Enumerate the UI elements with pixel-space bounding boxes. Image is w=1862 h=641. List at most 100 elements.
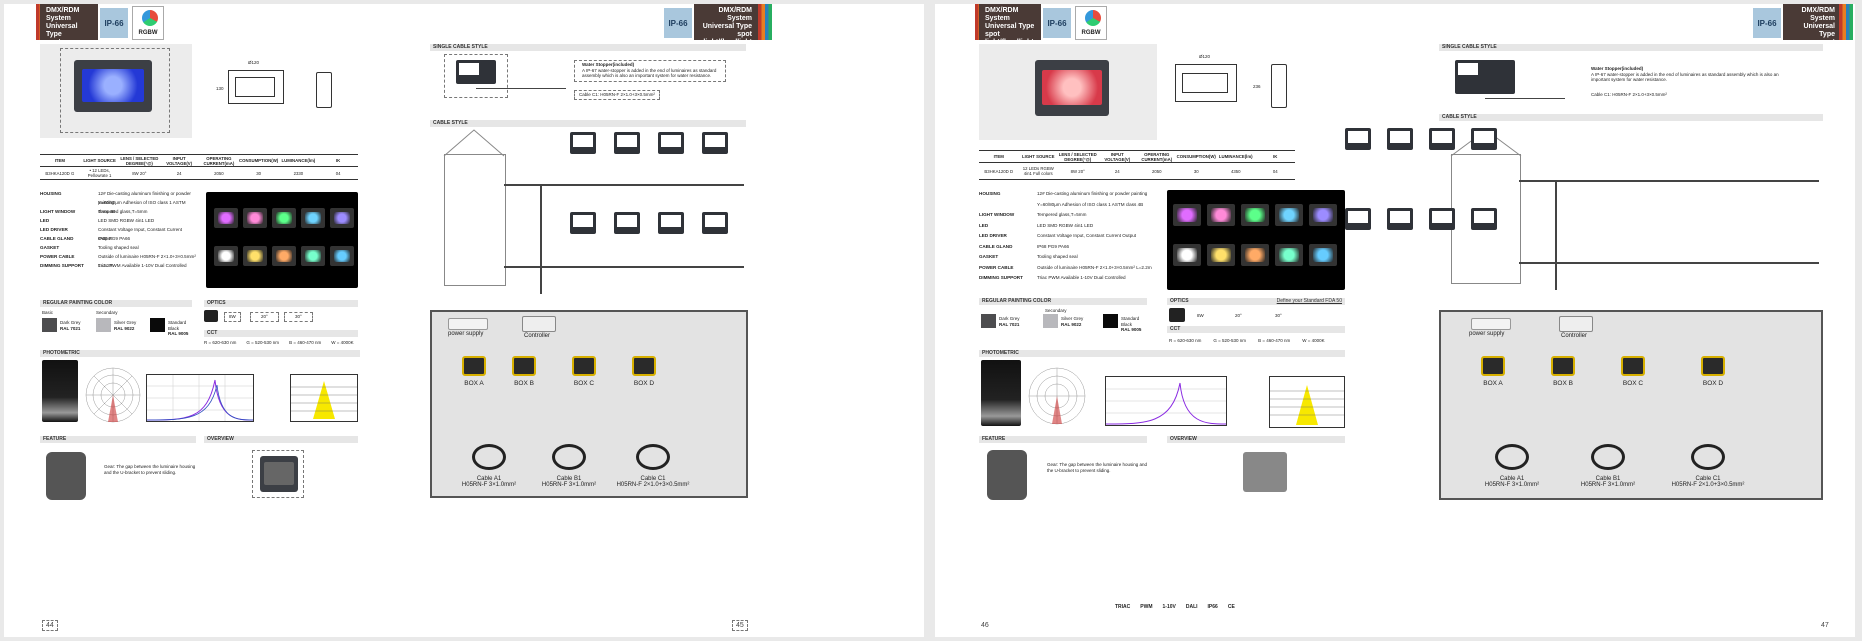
swatch-dark-grey <box>981 314 996 328</box>
rgbw-wheel-icon <box>1085 10 1101 26</box>
cable-name: Cable A1 <box>476 476 502 482</box>
swatch-name: Standard Black <box>1121 316 1140 327</box>
header-line: Universal Type <box>46 23 78 38</box>
cell: 2050 <box>1151 168 1162 174</box>
spec-table-header: ITEM LIGHT SOURCE LENS / SELECTED DEGREE… <box>979 151 1295 163</box>
color-tile <box>214 208 238 228</box>
spec-value: Constant Voltage Input, Constant Current… <box>1037 233 1137 238</box>
page-number: 45 <box>732 620 748 631</box>
box-c-label: BOX C <box>573 380 595 387</box>
page-number: 47 <box>1821 622 1829 629</box>
water-stopper-text: A IP-67 water-stopper is added in the en… <box>582 67 717 79</box>
spec-value: Outside of luminaire H05RN-F 2×1.0+3×0.5… <box>98 254 196 268</box>
spec-key: POWER CABLE <box>979 264 1014 270</box>
product-photo <box>40 44 192 138</box>
bracket-photo <box>46 452 86 500</box>
page-number: 44 <box>42 620 58 631</box>
section-regular-color: REGULAR PAINTING COLOR <box>40 300 192 307</box>
swatch-name: Dark Grey <box>999 316 1020 321</box>
power-supply-icon <box>1471 318 1511 330</box>
color-basic-label: Basic <box>42 310 54 315</box>
cell: 8W 20° <box>1070 168 1085 174</box>
spec-table-header: ITEM LIGHT SOURCE LENS / SELECTED DEGREE… <box>40 155 358 167</box>
floodlight-fixture <box>1035 60 1109 116</box>
cert-dali: DALI <box>1185 604 1198 610</box>
spectrum-chart <box>146 374 254 422</box>
cct-item: B = 460-470 nm <box>1258 338 1291 343</box>
dimension-drawing-side <box>1271 64 1287 108</box>
water-stopper-title: Water Stopper(included) <box>1591 66 1644 71</box>
header-line: RGB+W <box>1808 55 1835 62</box>
bus-wire <box>1519 262 1819 264</box>
spec-value: 12# Die-casting aluminum finishing or po… <box>98 191 191 205</box>
cct-item: W = 4000K <box>1302 338 1325 343</box>
spec-key: GASKET <box>979 254 999 259</box>
spec-key: LED DRIVER <box>979 233 1007 238</box>
cell: 2050 <box>214 170 224 176</box>
spec-value: IP68 PG9 PA66 <box>1037 243 1070 249</box>
spec-key: HOUSING <box>40 191 62 196</box>
dimension-drawing-front <box>1175 64 1237 102</box>
swatch-black <box>150 318 165 332</box>
polar-diagram <box>1028 367 1086 425</box>
swatch-silver-grey <box>1043 314 1058 328</box>
color-tile <box>301 246 325 266</box>
color-tile <box>301 208 325 228</box>
spec-value: LED SMD RGBW 4in1 LED <box>1037 222 1094 228</box>
optics-note: Define your Standard FDA 50 <box>1276 298 1342 304</box>
network-fixture <box>1387 128 1413 150</box>
header-line: DMX/RDM System <box>1801 7 1835 22</box>
swatch-ral: RAL 7021 <box>60 325 81 331</box>
spec-list: HOUSING 12# Die-casting aluminum finishin… <box>40 190 196 274</box>
single-cable-frame <box>444 54 508 98</box>
controller-label: Controller <box>1561 333 1588 339</box>
header-line: DMX/RDM System <box>718 7 752 22</box>
spec-value: Constant Voltage Input, Constant Current… <box>98 227 183 241</box>
col-ik: IK <box>335 158 341 163</box>
cable-spec: H05RN-F 3×1.0mm² <box>461 482 517 488</box>
spectrum-chart <box>1105 376 1227 426</box>
dimension-drawing-front <box>228 70 284 104</box>
network-fixture <box>614 212 640 234</box>
col-luminance: LUMINANCE(lm) <box>1218 154 1253 159</box>
header-line: DMX/RDM System <box>985 7 1019 22</box>
header-line: Universal Type <box>985 23 1035 30</box>
rgbw-wheel-icon <box>142 10 158 26</box>
cable-spec: H05RN-F 3×1.0mm² <box>1580 482 1636 488</box>
network-fixture <box>1387 208 1413 230</box>
components-panel: power supply Controller BOX A BOX B BOX … <box>430 310 748 498</box>
bus-wire <box>1519 180 1819 182</box>
box-d-label: BOX D <box>633 380 655 387</box>
color-tile <box>243 246 267 266</box>
swatch-black <box>1103 314 1118 328</box>
table-row: B3HKA120D D 12 LEDs RGBW 4in1 Full color… <box>979 163 1295 179</box>
beam-photo <box>981 360 1021 426</box>
spec-value: Y=60/80μm Adhesion of ISO class 1 ASTM c… <box>1037 201 1144 207</box>
trunk-wire <box>1555 180 1557 290</box>
overview-fixture <box>1243 452 1287 492</box>
cct-list: R = 620-630 nm G = 520-530 nm B = 460-47… <box>204 340 358 346</box>
red-led-lens <box>1042 70 1102 105</box>
spec-table: ITEM LIGHT SOURCE LENS / SELECTED DEGREE… <box>979 150 1295 180</box>
cell: 2330 <box>293 170 304 176</box>
color-demo-photo <box>1167 190 1345 290</box>
spec-value: Tooling shaped seal <box>98 245 139 250</box>
optics-title: OPTICS <box>1170 298 1189 304</box>
network-fixture <box>658 212 684 234</box>
cable-spec: H05RN-F 3×1.0mm² <box>1484 482 1540 488</box>
cell: 24 <box>176 170 182 176</box>
col-luminance: LUMINANCE(lm) <box>281 158 316 163</box>
color-tile <box>1309 244 1337 266</box>
box-a-icon <box>462 356 486 376</box>
section-feature: FEATURE <box>40 436 196 443</box>
color-tile <box>1241 204 1269 226</box>
color-tile <box>330 208 354 228</box>
box-a-label: BOX A <box>1483 380 1503 387</box>
box-a-icon <box>1481 356 1505 376</box>
bracket-photo <box>987 450 1027 500</box>
network-fixture <box>570 212 596 234</box>
